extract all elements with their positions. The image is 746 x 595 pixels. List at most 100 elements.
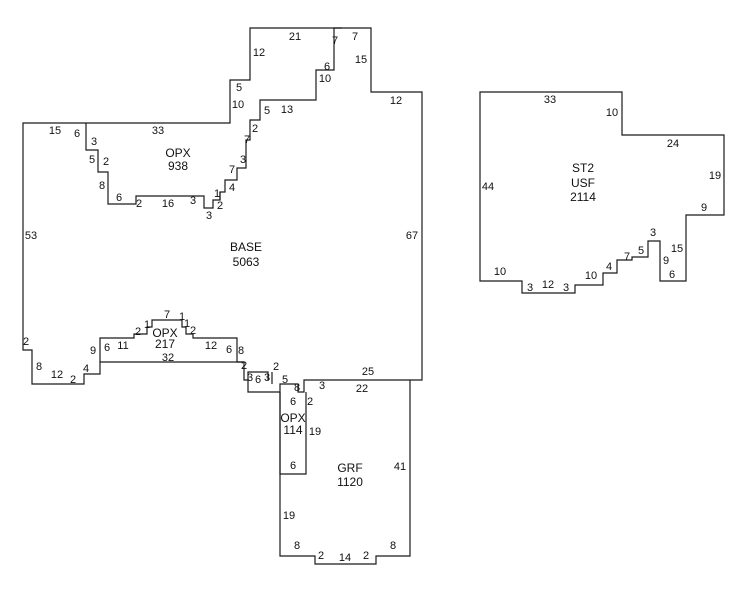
dim-label: 3	[240, 154, 246, 166]
dim-label: 3	[190, 195, 196, 207]
dim-label: 3	[206, 210, 212, 222]
opx-mid-outline	[99, 319, 238, 362]
dim-label: 8	[294, 382, 300, 394]
dim-label: 6	[290, 396, 296, 408]
dim-label: 12	[51, 369, 63, 381]
dim-label: 6	[324, 61, 330, 73]
dim-label: 5	[89, 154, 95, 166]
dim-label: 4	[83, 363, 89, 375]
opx-mid-area-name: OPX	[152, 326, 177, 340]
dim-label: 2	[252, 123, 258, 135]
dim-label: 7	[229, 164, 235, 176]
dim-label: 15	[355, 54, 367, 66]
dim-label: 1	[184, 318, 190, 330]
dim-label: 2	[318, 550, 324, 562]
dim-label: 19	[309, 426, 321, 438]
dim-label: 12	[205, 340, 217, 352]
dim-label: 3	[650, 227, 656, 239]
dim-label: 8	[238, 345, 244, 357]
dim-label: 2	[103, 156, 109, 168]
dim-label: 3	[563, 282, 569, 294]
dim-label: 22	[356, 383, 368, 395]
base-area-size: 5063	[233, 255, 260, 269]
dim-label: 15	[671, 243, 683, 255]
dim-label: 3	[91, 136, 97, 148]
dim-label: 2	[190, 325, 196, 337]
dim-label: 2	[135, 326, 141, 338]
dim-label: 8	[294, 540, 300, 552]
dim-label: 2	[136, 198, 142, 210]
dim-label: 14	[339, 552, 351, 564]
dim-label: 67	[406, 230, 418, 242]
dim-label: 3	[264, 372, 270, 384]
dim-label: 6	[226, 344, 232, 356]
dim-label: 8	[99, 180, 105, 192]
dim-label: 21	[289, 31, 301, 43]
dim-label: 5	[638, 245, 644, 257]
base-inner-stair	[219, 27, 342, 200]
dim-label: 16	[162, 198, 174, 210]
dim-label: 3	[527, 282, 533, 294]
opx-low-area-size: 114	[283, 423, 302, 437]
dim-label: 10	[585, 270, 597, 282]
dim-label: 2	[23, 336, 29, 348]
dim-label: 9	[663, 255, 669, 267]
opx-top-outline	[85, 123, 221, 209]
dim-label: 7	[164, 309, 170, 321]
grf-area-name: GRF	[337, 461, 362, 475]
dim-label: 5	[236, 82, 242, 94]
dim-label: 6	[116, 192, 122, 204]
dim-label: 6	[104, 342, 110, 354]
dim-label: 1	[179, 311, 185, 323]
dim-label: 10	[232, 99, 244, 111]
dim-label: 2	[273, 361, 279, 373]
dim-label: 41	[394, 461, 406, 473]
dim-label: 3	[319, 380, 325, 392]
opx-top-area-name: OPX	[165, 146, 190, 160]
dim-label: 32	[162, 352, 174, 364]
base-area-name: BASE	[230, 240, 262, 254]
opx-mid-step	[237, 361, 273, 384]
dim-label: 2	[241, 360, 247, 372]
dim-label: 10	[494, 266, 506, 278]
dim-label: 8	[36, 361, 42, 373]
st2-area-size: 2114	[570, 190, 596, 204]
dim-label: 19	[283, 510, 295, 522]
grf-area-size: 1120	[337, 475, 363, 489]
dim-label: 10	[319, 73, 331, 85]
dim-label: 6	[669, 269, 675, 281]
dim-label: 2	[307, 396, 313, 408]
dim-label: 4	[606, 261, 612, 273]
dim-label: 7	[624, 251, 630, 263]
dim-label: 6	[290, 460, 296, 472]
opx-mid-area-size: 217	[155, 337, 175, 351]
st2-area-name: ST2	[572, 161, 594, 175]
st2-outline	[479, 91, 725, 294]
dim-label: 53	[25, 230, 37, 242]
dim-label: 1	[214, 188, 220, 200]
dim-label: 10	[606, 107, 618, 119]
dim-label: 33	[544, 94, 556, 106]
dim-label: 13	[281, 104, 293, 116]
dim-label: 12	[253, 47, 265, 59]
opx-low-area-name: OPX	[280, 411, 305, 425]
dim-label: 3	[247, 372, 253, 384]
grf-outline	[279, 380, 411, 565]
dim-label: 12	[542, 279, 554, 291]
dim-label: 8	[390, 540, 396, 552]
base-outline	[22, 27, 423, 393]
dim-label: 7	[352, 31, 358, 43]
dim-label: 25	[362, 366, 374, 378]
dim-label: 44	[482, 181, 494, 193]
dim-label: 15	[49, 125, 61, 137]
dim-label: 11	[117, 340, 128, 352]
dim-label: 6	[255, 374, 261, 386]
dim-label: 5	[264, 105, 270, 117]
opx-top-area-size: 938	[168, 159, 188, 173]
dim-label: 5	[282, 374, 288, 386]
dim-label: 9	[90, 345, 96, 357]
dim-label: 4	[229, 182, 235, 194]
dim-label: 19	[709, 170, 721, 182]
dim-label: 2	[70, 374, 76, 386]
